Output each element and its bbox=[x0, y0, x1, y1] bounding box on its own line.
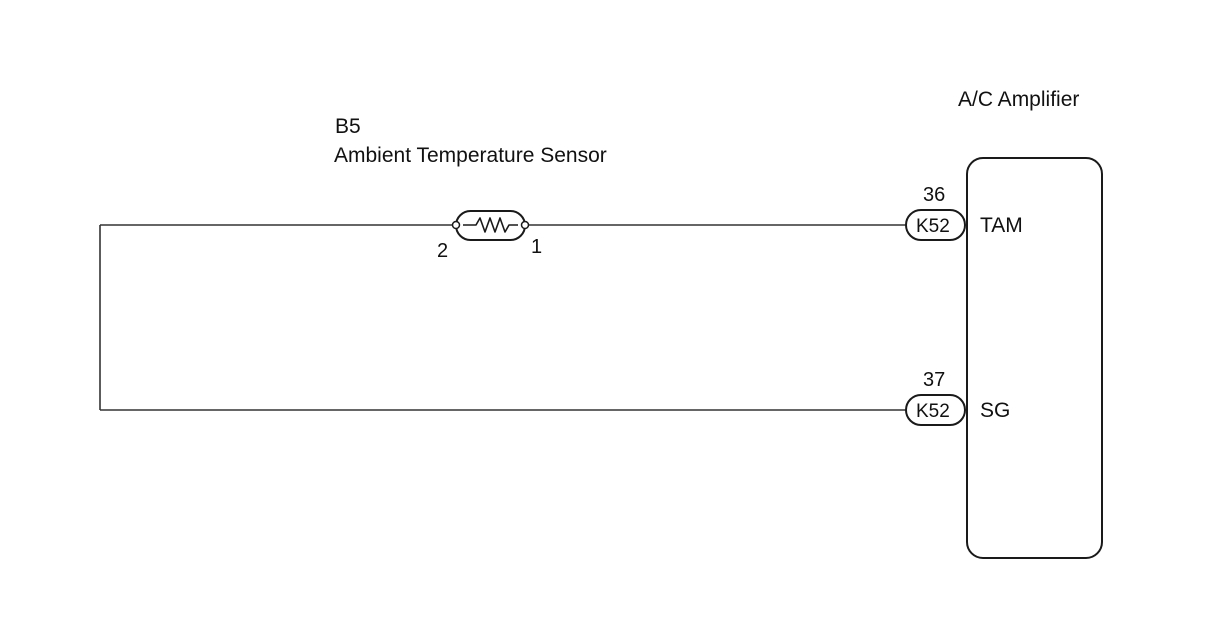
sensor-name: Ambient Temperature Sensor bbox=[334, 144, 607, 167]
terminal-pin-number: 36 bbox=[923, 184, 945, 206]
connector-label: K52 bbox=[916, 401, 950, 422]
ambient-temperature-sensor: 2 1 bbox=[437, 210, 542, 262]
sensor-code: B5 bbox=[335, 115, 361, 138]
wiring bbox=[99, 224, 906, 411]
sensor-pin-2-terminal bbox=[451, 220, 461, 230]
amplifier-box bbox=[966, 157, 1103, 559]
signal-label: SG bbox=[980, 399, 1010, 422]
amplifier-name: A/C Amplifier bbox=[958, 88, 1079, 111]
sensor-pin-1-terminal bbox=[520, 220, 530, 230]
connector-pill bbox=[905, 209, 966, 241]
terminal-tam: 36 K52 TAM bbox=[905, 184, 1023, 241]
terminal-sg: 37 K52 SG bbox=[905, 369, 1010, 426]
terminal-pin-number: 37 bbox=[923, 369, 945, 391]
sensor-pin-2-label: 2 bbox=[437, 240, 448, 262]
connector-label: K52 bbox=[916, 216, 950, 237]
connector-pill bbox=[905, 394, 966, 426]
signal-label: TAM bbox=[980, 214, 1023, 237]
resistor-icon bbox=[463, 217, 518, 233]
sensor-pin-1-label: 1 bbox=[531, 236, 542, 258]
